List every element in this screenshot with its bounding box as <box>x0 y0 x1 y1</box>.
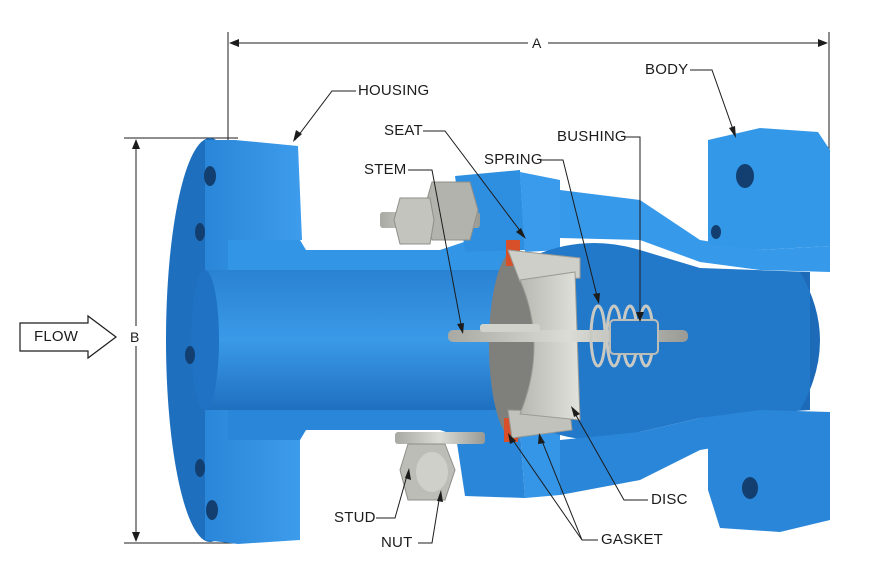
label-bushing: BUSHING <box>557 128 627 145</box>
label-nut: NUT <box>381 534 413 551</box>
label-stem: STEM <box>364 161 407 178</box>
bottom-bolts <box>395 432 485 501</box>
dimension-b-label: B <box>130 329 140 345</box>
flow-arrow <box>19 314 117 360</box>
dimension-a-label: A <box>532 35 542 51</box>
disc <box>519 271 581 421</box>
bushing <box>609 319 659 355</box>
label-stud: STUD <box>334 509 376 526</box>
label-seat: SEAT <box>384 122 423 139</box>
label-body: BODY <box>645 61 689 78</box>
leader-lines <box>293 69 736 544</box>
top-bolts <box>380 181 480 245</box>
label-gasket: GASKET <box>601 531 664 548</box>
label-flow: FLOW <box>34 328 79 345</box>
dimension-b <box>124 137 238 544</box>
label-disc: DISC <box>651 491 688 508</box>
label-spring: SPRING <box>484 151 543 168</box>
label-housing: HOUSING <box>358 82 430 99</box>
